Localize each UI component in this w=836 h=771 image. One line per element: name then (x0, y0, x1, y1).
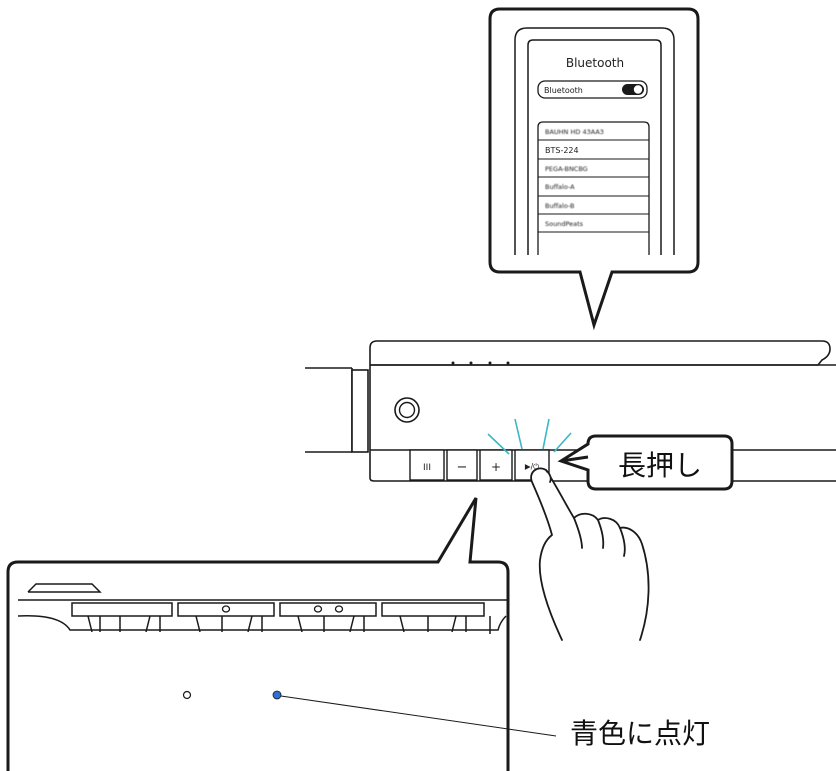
led-off (182, 690, 192, 700)
zoom-detail-callout (6, 497, 557, 771)
device-list-item[interactable]: BTS-224 (545, 146, 579, 155)
led-blue-lit (272, 690, 282, 700)
device-list-item[interactable]: SoundPeats (545, 220, 584, 228)
device-list-item[interactable]: BAUHN HD 43AA3 (545, 128, 604, 136)
led-leader-line (280, 695, 557, 737)
minus-button[interactable] (446, 449, 478, 481)
bluetooth-toggle-switch[interactable] (622, 84, 644, 95)
device-list-item[interactable]: Buffalo-B (545, 202, 575, 210)
speaker-knob (394, 397, 420, 423)
long-press-callout (557, 434, 734, 491)
device-list (537, 121, 650, 255)
indicator-leds (451, 361, 510, 365)
led-blue-label: 青色に点灯 (570, 717, 710, 750)
press-glow-lines (487, 418, 572, 455)
plus-icon: + (491, 460, 501, 474)
bluetooth-toggle-row[interactable] (537, 80, 648, 99)
minus-icon: − (457, 460, 468, 475)
device-list-item[interactable]: PEGA-BNCBG (545, 165, 588, 173)
bluetooth-screen-title: Bluetooth (566, 56, 624, 70)
long-press-label: 長押し (618, 449, 702, 482)
bars-icon: III (423, 463, 431, 473)
pressing-hand (530, 467, 650, 641)
plus-button[interactable] (479, 449, 513, 481)
bars-button[interactable] (409, 449, 445, 481)
device-list-item[interactable]: Buffalo-A (545, 183, 575, 191)
phone-callout: Bluetooth Bluetooth BAUHN HD 43AA3 BTS-2… (488, 7, 700, 331)
play-power-icon: ▶/⏻ (525, 462, 540, 471)
bluetooth-toggle-label: Bluetooth (544, 86, 583, 95)
smartphone (514, 27, 675, 255)
